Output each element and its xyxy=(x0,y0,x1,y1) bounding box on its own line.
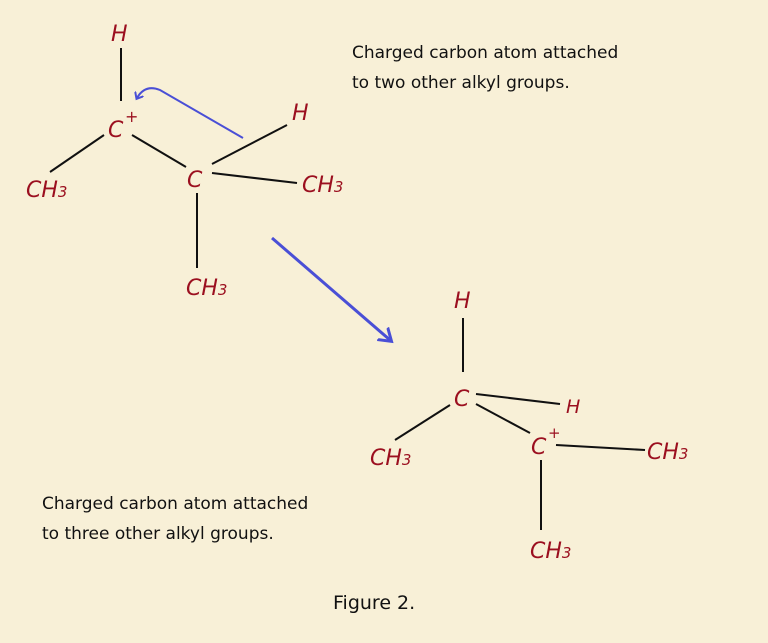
bond xyxy=(49,134,105,173)
atom-ch3: CH3 xyxy=(647,440,688,465)
bond xyxy=(131,134,187,168)
bond xyxy=(211,172,298,184)
atom-c-plus: C xyxy=(108,118,124,143)
bond xyxy=(211,124,288,165)
bond xyxy=(555,444,646,451)
figure-caption: Figure 2. xyxy=(333,592,415,614)
caption-top-line1: Charged carbon atom attached xyxy=(352,43,618,63)
bond xyxy=(475,393,561,405)
bond xyxy=(394,404,451,441)
atom-h: H xyxy=(111,22,128,47)
caption-top-line2: to two other alkyl groups. xyxy=(352,73,570,93)
atom-h: H xyxy=(566,396,580,418)
bottom-molecule: H C CH3 H C + CH3 CH3 xyxy=(370,289,688,564)
atom-c: C xyxy=(187,168,203,193)
atom-ch3: CH3 xyxy=(302,173,343,198)
hydride-shift-arrow xyxy=(137,87,244,139)
reaction-arrow xyxy=(271,236,390,340)
atom-c: C xyxy=(454,387,470,412)
atom-ch3: CH3 xyxy=(530,539,571,564)
atom-ch3: CH3 xyxy=(26,178,67,203)
bond xyxy=(475,403,531,434)
caption-bottom-line1: Charged carbon atom attached xyxy=(42,494,308,514)
atom-h: H xyxy=(292,101,309,126)
caption-bottom-line2: to three other alkyl groups. xyxy=(42,524,274,544)
charge-plus: + xyxy=(548,424,561,442)
charge-plus: + xyxy=(125,107,138,126)
atom-ch3: CH3 xyxy=(186,276,227,301)
top-molecule: H C + CH3 C H CH3 CH3 xyxy=(26,22,343,301)
atom-c-plus: C xyxy=(531,435,547,460)
atom-h: H xyxy=(454,289,471,314)
atom-ch3: CH3 xyxy=(370,446,411,471)
